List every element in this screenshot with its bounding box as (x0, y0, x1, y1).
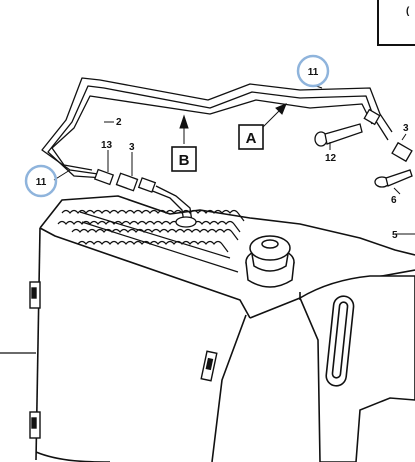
fuel-pipes (41, 77, 393, 223)
view-label-a: A (246, 130, 257, 147)
corner-frame: ( (377, 0, 415, 46)
view-box-b (171, 146, 197, 172)
part-label-2: 2 (116, 117, 122, 128)
part-label-3-mid: 3 (129, 142, 135, 153)
leader-lines (53, 85, 415, 235)
part-label-11-left: 11 (36, 177, 47, 188)
callout-circle-left (24, 164, 58, 198)
bolt-12 (314, 123, 363, 147)
view-label-b: B (179, 152, 190, 169)
part-label-11-top: 11 (308, 67, 319, 78)
tank-ribs (57, 209, 245, 273)
part-label-3-right: 3 (403, 123, 409, 134)
view-box-a (238, 124, 264, 150)
corner-glyph: ( (406, 6, 410, 17)
filler-cap (245, 235, 295, 288)
strap-hooks (29, 281, 218, 439)
part-label-12: 12 (325, 153, 337, 164)
bolt-6 (374, 169, 413, 188)
tank-bracket (298, 275, 415, 462)
part-label-6: 6 (391, 195, 397, 206)
pipe-fittings (93, 108, 413, 228)
part-label-5: 5 (392, 230, 398, 241)
part-label-13: 13 (101, 140, 113, 151)
callout-circle-top (296, 54, 330, 88)
